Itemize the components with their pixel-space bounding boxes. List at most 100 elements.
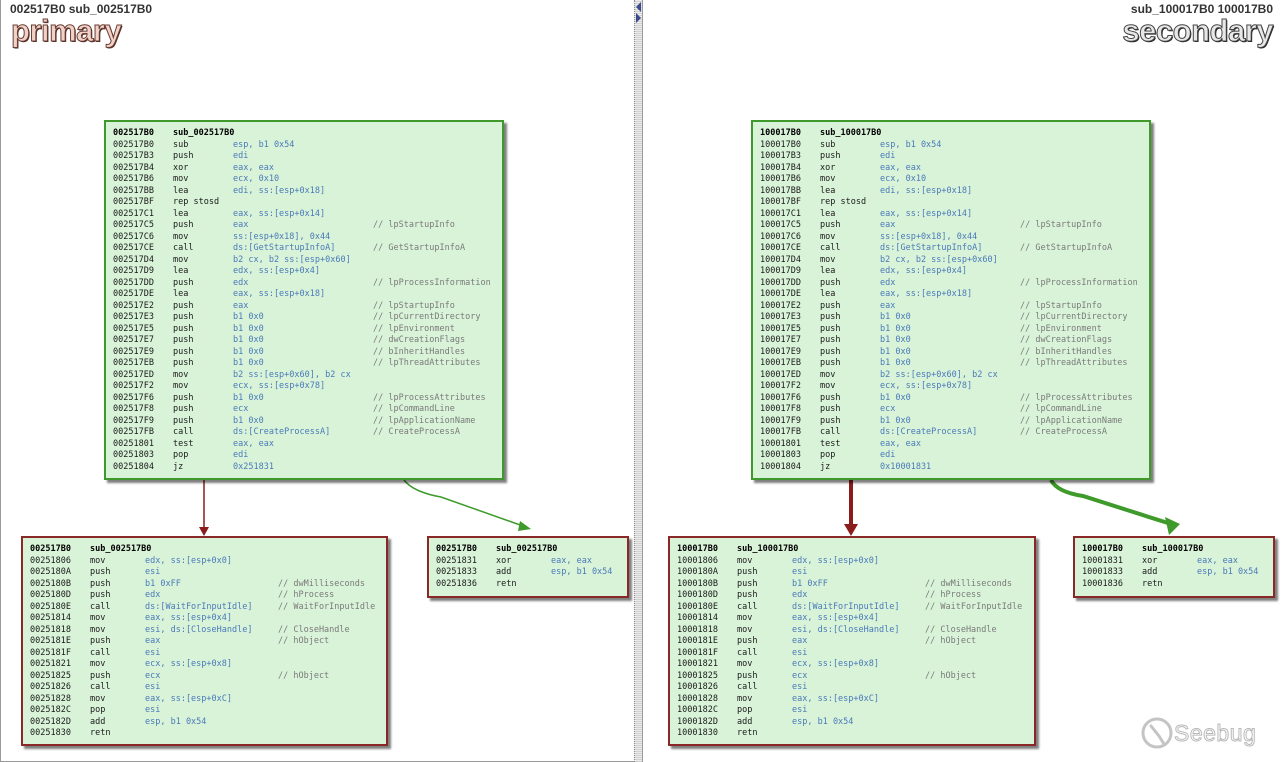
pane-splitter[interactable] xyxy=(634,0,642,762)
collapse-right-icon[interactable] xyxy=(636,13,641,23)
collapse-left-icon[interactable] xyxy=(636,2,641,12)
